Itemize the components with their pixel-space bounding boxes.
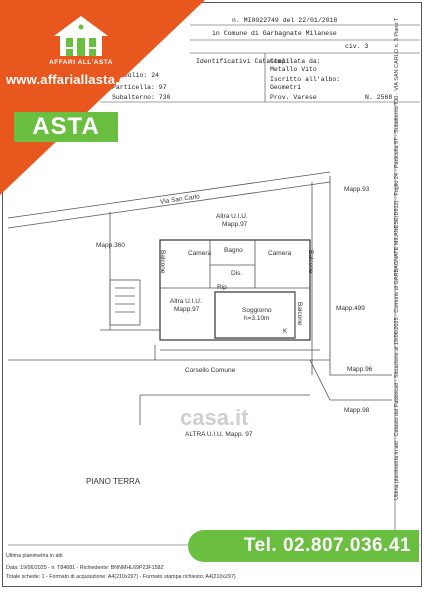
label-soggiorno: Soggiorno: [242, 307, 272, 314]
label-balcone-left: Balcone: [159, 250, 166, 274]
label-bagno: Bagno: [224, 247, 243, 254]
label-altra-uiu-top: Altra U.I.U.: [216, 213, 248, 220]
label-dis: Dis.: [231, 270, 243, 277]
label-mapp98: Mapp.98: [344, 407, 370, 414]
label-mapp96: Mapp.96: [347, 366, 373, 373]
logo-text: AFFARI ALL'ASTA: [49, 59, 113, 66]
label-camera-left: Camera: [188, 250, 212, 257]
iscritto-albo: Geometri: [270, 84, 302, 91]
compilata-name: Metallo Vito: [270, 66, 317, 73]
label-balcone-bottom: Balcone: [296, 302, 303, 326]
footer-line-3: Totale schede: 1 - Formato di acquisizio…: [6, 574, 236, 580]
label-altra-uiu-left: Altra U.I.U.: [170, 298, 202, 305]
document-frame: [2, 2, 422, 587]
watermark-text: casa.it: [180, 405, 249, 430]
label-camera-right: Camera: [268, 250, 292, 257]
label-mapp93: Mapp.93: [344, 186, 370, 193]
protocol-number: n. MI0022749 del 22/01/2018: [232, 17, 338, 24]
footer-line-1: Ultima planimetria in atti: [6, 553, 63, 559]
label-corsello: Corsello Comune: [185, 367, 236, 374]
asta-badge: ASTA: [14, 112, 118, 142]
label-balcone-right: Balcone: [307, 250, 314, 274]
iscritto-label: Iscritto all'albo:: [270, 76, 341, 83]
label-rip: Rip: [217, 284, 227, 291]
label-mapp499: Mapp.499: [336, 305, 365, 312]
dati-catastali-label: Identificativi Catastali:: [196, 58, 294, 65]
footer-line-2: Data: 19/06/2025 - n. T84681 - Richieden…: [6, 565, 164, 571]
numero-iscrizione: N. 2568: [365, 94, 393, 101]
provincia: Prov. Varese: [270, 94, 317, 101]
label-mapp360: Mapp.360: [96, 242, 125, 249]
civic-number: civ. 3: [345, 43, 369, 50]
side-info-text: Ultima planimetria in atti · Catasto dei…: [394, 17, 400, 500]
label-height: h=3.10m: [244, 315, 270, 322]
label-piano-terra: PIANO TERRA: [86, 477, 141, 486]
label-altra-uiu-bottom: ALTRA U.I.U. Mapp. 97: [185, 431, 253, 438]
label-altra-uiu-left-mapp: Mapp.97: [174, 306, 200, 313]
comune-line: in Comune di Garbagnate Milanese: [212, 30, 337, 37]
phone-banner[interactable]: Tel. 02.807.036.41: [188, 530, 419, 562]
affari-all-asta-logo: AFFARI ALL'ASTA: [26, 12, 136, 72]
website-link[interactable]: www.affariallasta.com: [6, 72, 147, 87]
label-altra-uiu-top-mapp: Mapp.97: [222, 221, 248, 228]
compilata-label: Compilata da:: [270, 58, 321, 65]
label-kitchen: K: [283, 328, 288, 335]
